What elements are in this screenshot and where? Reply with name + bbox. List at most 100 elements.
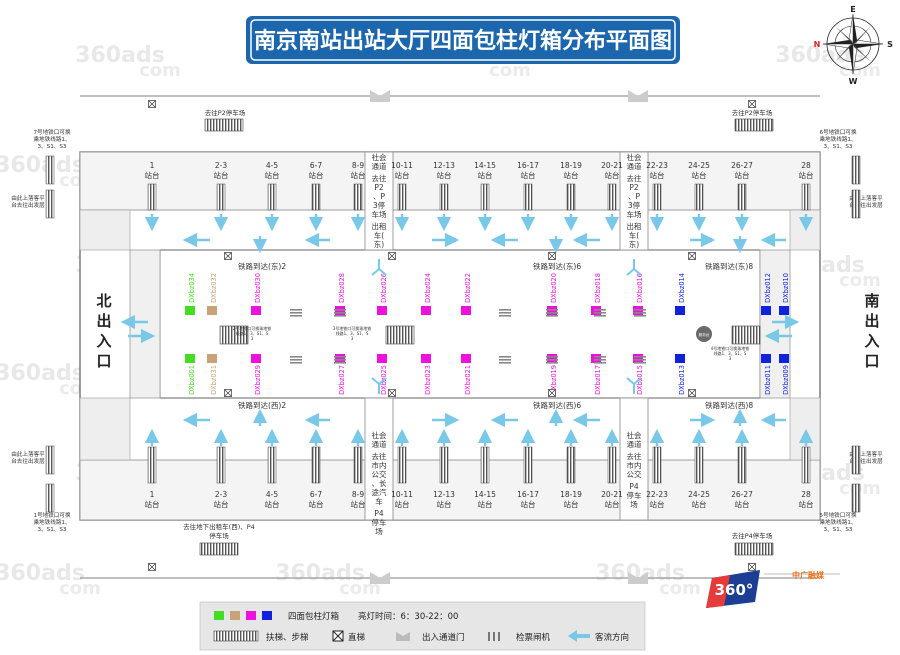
corridor-label: 社会 bbox=[372, 430, 387, 440]
side-stair bbox=[851, 445, 861, 475]
lightbox-code-bottom: DXbz021 bbox=[464, 365, 472, 395]
platform-number-bottom: 2-3 bbox=[215, 490, 227, 499]
lightbox-code-bottom: DXbz029 bbox=[254, 365, 262, 395]
stair-bottom bbox=[737, 446, 747, 484]
stair-top bbox=[480, 183, 490, 211]
elevator-icon bbox=[148, 100, 156, 108]
stair-bottom bbox=[694, 446, 704, 484]
platform-number-top: 28 bbox=[801, 161, 811, 170]
side-label: 5号地铁口可换 bbox=[819, 511, 857, 519]
metro-mid-label: 线路1、3、S1、S bbox=[714, 350, 747, 356]
corridor-label: 停车 bbox=[372, 517, 387, 527]
corridor-label: 车( bbox=[374, 230, 384, 240]
corridor-label: 东) bbox=[629, 239, 639, 249]
platform-number-bottom: 12-13 bbox=[433, 490, 455, 499]
lightbox-code-bottom: DXbz023 bbox=[424, 365, 432, 395]
metro-mid-label: 3号地铁口可换乘地铁 bbox=[333, 325, 372, 331]
platform-number-bottom: 28 bbox=[801, 490, 811, 499]
side-label: 台去往出发层 bbox=[11, 201, 45, 209]
platform-number-bottom: 8-9 bbox=[352, 490, 364, 499]
watermark-sub: com bbox=[139, 60, 181, 81]
lightbox-marker bbox=[761, 306, 771, 315]
corridor-label: 车场 bbox=[372, 209, 387, 219]
platform-suffix-bottom: 站台 bbox=[521, 499, 536, 509]
ticket-gate-icon bbox=[594, 356, 606, 364]
platform-number-top: 6-7 bbox=[310, 161, 322, 170]
ticket-gate-icon bbox=[499, 356, 511, 364]
corridor-label: 车场 bbox=[627, 209, 642, 219]
platform-suffix-top: 站台 bbox=[145, 170, 160, 180]
platform-number-top: 1 bbox=[150, 161, 155, 170]
metro-mid-label: 2号地铁口可换乘地铁 bbox=[233, 325, 272, 331]
ticket-gate-icon bbox=[546, 356, 558, 364]
platform-number-bottom: 1 bbox=[150, 490, 155, 499]
stair-top bbox=[523, 183, 533, 211]
side-label: 乘地铁线路1、 bbox=[819, 135, 856, 143]
left-block-top bbox=[79, 209, 131, 251]
page-title: 南京南站出站大厅四面包柱灯箱分布平面图 bbox=[254, 28, 672, 54]
platform-number-bottom: 24-25 bbox=[688, 490, 710, 499]
title-banner: 南京南站出站大厅四面包柱灯箱分布平面图 bbox=[246, 16, 680, 64]
side-label: 3、S1、S3 bbox=[824, 527, 853, 533]
platform-suffix-top: 站台 bbox=[605, 170, 620, 180]
corridor-label: 通道 bbox=[627, 161, 642, 171]
elevator-icon bbox=[748, 563, 756, 571]
side-label: 由此上落客平 bbox=[11, 450, 45, 458]
platform-suffix-bottom: 站台 bbox=[214, 499, 229, 509]
north-exit-label: 口 bbox=[96, 352, 111, 370]
corridor-label: 车( bbox=[629, 230, 639, 240]
lightbox-code-bottom: DXbz019 bbox=[550, 365, 558, 395]
corridor-bottom-right bbox=[619, 397, 649, 521]
lightbox-code-top: DXbz010 bbox=[782, 273, 790, 303]
legend-flow-arrow-icon bbox=[568, 630, 590, 642]
railway-west-6: 铁路到达(西)6 bbox=[533, 400, 581, 410]
platform-suffix-top: 站台 bbox=[692, 170, 707, 180]
svg-text:出入通道门: 出入通道门 bbox=[422, 632, 465, 643]
service-desk: 服务台 bbox=[696, 326, 712, 342]
side-stair bbox=[851, 189, 861, 219]
lightbox-code-top: DXbz030 bbox=[254, 273, 262, 303]
side-label: 1号地铁口可换 bbox=[33, 511, 71, 519]
corridor-label: 出租 bbox=[372, 221, 387, 231]
lightbox-marker bbox=[335, 354, 345, 363]
legend-gate-icon bbox=[396, 632, 410, 641]
railway-west-2: 铁路到达(西)2 bbox=[238, 400, 286, 410]
ticket-gate-icon bbox=[334, 356, 346, 364]
railway-east-8: 铁路到达(东)8 bbox=[705, 261, 753, 271]
side-stair bbox=[45, 189, 55, 219]
watermark-main: 360ads bbox=[0, 361, 85, 386]
lightbox-code-bottom: DXbz009 bbox=[782, 365, 790, 395]
stair-bottom bbox=[607, 446, 617, 484]
side-label: 台去往出发层 bbox=[11, 457, 45, 465]
side-label: 由此上落客平 bbox=[11, 194, 45, 202]
side-label: 乘地铁线路1、 bbox=[819, 518, 856, 526]
central-concourse bbox=[159, 249, 761, 399]
platform-suffix-top: 站台 bbox=[395, 170, 410, 180]
watermark-sub: com bbox=[659, 578, 701, 599]
corridor-top-right bbox=[619, 151, 649, 251]
side-stair bbox=[45, 483, 55, 513]
lightbox-code-top: DXbz014 bbox=[678, 273, 686, 303]
watermark-main: 360ads bbox=[75, 43, 165, 68]
corridor-label: 社会 bbox=[627, 430, 642, 440]
platform-suffix-bottom: 站台 bbox=[605, 499, 620, 509]
railway-west-8: 铁路到达(西)8 bbox=[705, 400, 753, 410]
platform-suffix-top: 站台 bbox=[351, 170, 366, 180]
corridor-label: 停车 bbox=[627, 490, 642, 500]
side-label: 乘地铁线路1、 bbox=[33, 518, 70, 526]
metro-mid-label: 4号地铁口可换乘地铁 bbox=[711, 345, 750, 351]
lightbox-marker bbox=[185, 354, 195, 363]
side-label: 3、S1、S3 bbox=[824, 144, 853, 150]
platform-number-bottom: 20-21 bbox=[601, 490, 623, 499]
corridor-label: 社会 bbox=[372, 152, 387, 162]
lightbox-marker bbox=[207, 354, 217, 363]
side-label: 3、S1、S3 bbox=[38, 527, 67, 533]
side-label: 7号地铁口可换 bbox=[33, 128, 71, 136]
legend-swatch-magenta bbox=[246, 611, 256, 620]
stair-top bbox=[147, 183, 157, 211]
lightbox-marker bbox=[377, 354, 387, 363]
lightbox-code-top: DXbz028 bbox=[338, 273, 346, 303]
elevator-icon bbox=[548, 252, 556, 260]
